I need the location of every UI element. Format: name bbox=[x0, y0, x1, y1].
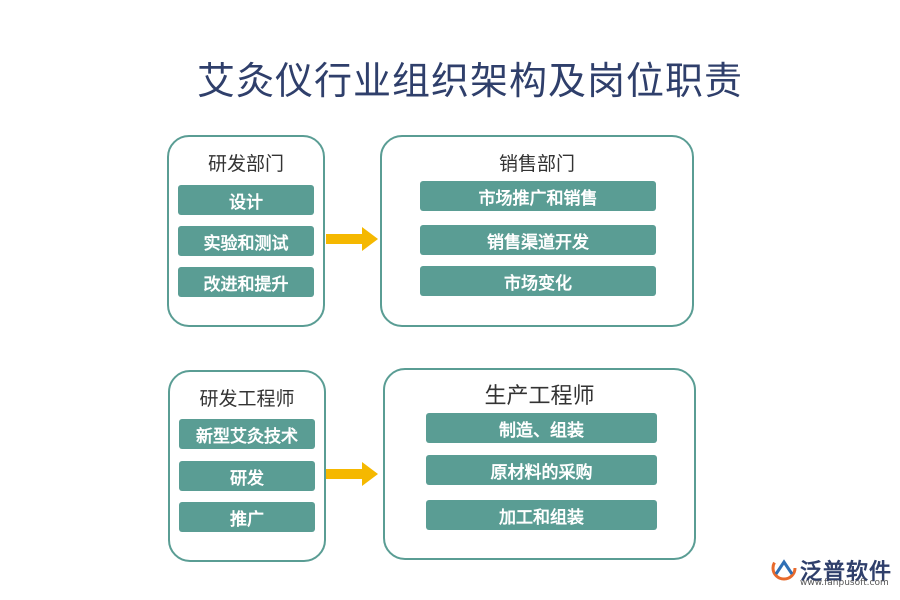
arrow-right-icon bbox=[326, 462, 378, 486]
logo-url: www.fanpusoft.com bbox=[800, 578, 889, 588]
arrow-right-icon bbox=[326, 227, 378, 251]
logo-mark-icon bbox=[771, 555, 797, 581]
rd-engineer-item-3: 推广 bbox=[179, 502, 315, 532]
logo-name: 泛普软件 bbox=[800, 560, 893, 585]
production-engineer-title: 生产工程师 bbox=[484, 384, 595, 409]
sales-department-title: 销售部门 bbox=[498, 153, 575, 175]
diagram-title: 艾灸仪行业组织架构及岗位职责 bbox=[196, 59, 743, 103]
production-engineer-item-1: 制造、组装 bbox=[426, 413, 657, 443]
sales-department-item-3: 市场变化 bbox=[420, 266, 656, 296]
production-engineer-item-2: 原材料的采购 bbox=[426, 455, 657, 485]
rd-department-item-3: 改进和提升 bbox=[178, 267, 314, 297]
sales-department-item-2: 销售渠道开发 bbox=[420, 225, 656, 255]
rd-department-item-1: 设计 bbox=[178, 185, 314, 215]
production-engineer-item-3: 加工和组装 bbox=[426, 500, 657, 530]
brand-logo: 泛普软件 www.fanpusoft.com bbox=[770, 552, 895, 592]
rd-engineer-title: 研发工程师 bbox=[199, 388, 295, 410]
rd-department-item-2: 实验和测试 bbox=[178, 226, 314, 256]
sales-department-item-1: 市场推广和销售 bbox=[420, 181, 656, 211]
rd-engineer-item-1: 新型艾灸技术 bbox=[179, 419, 315, 449]
rd-engineer-item-2: 研发 bbox=[179, 461, 315, 491]
rd-department-title: 研发部门 bbox=[207, 153, 284, 175]
